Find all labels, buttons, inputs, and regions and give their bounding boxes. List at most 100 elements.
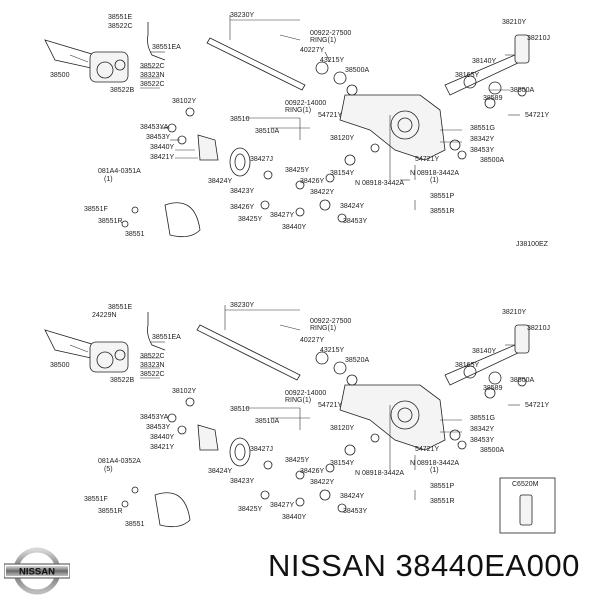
bottom-part-label: 38154Y (330, 460, 354, 467)
top-part-label: 38140Y (472, 58, 496, 65)
bottom-part-label: 081A4-0352A (98, 458, 141, 465)
top-part-label: (1) (104, 176, 113, 183)
top-part-label: 38421Y (150, 154, 174, 161)
top-part-label: 38500A (510, 87, 534, 94)
bottom-part-label: 38102Y (172, 388, 196, 395)
bottom-part-label: N 08918-3442A (410, 460, 459, 467)
bottom-part-label: 38551EA (152, 334, 181, 341)
bottom-part-label: 38551R (430, 498, 455, 505)
top-part-label: 38453Y (470, 147, 494, 154)
top-part-label: 38423Y (230, 188, 254, 195)
top-part-label: 38426Y (300, 178, 324, 185)
diagram-bottom (44, 305, 556, 534)
top-part-label: 38510A (255, 128, 279, 135)
bottom-part-label: 38510 (230, 406, 250, 413)
top-part-label: 38500A (480, 157, 504, 164)
top-part-label: N 08918-3442A (355, 180, 404, 187)
top-part-label: 38425Y (285, 167, 309, 174)
bottom-part-label: 38520A (345, 357, 369, 364)
bottom-part-label: 38230Y (230, 302, 254, 309)
top-part-label: RING(1) (285, 107, 311, 114)
top-part-label: 38500A (345, 67, 369, 74)
top-part-label: 38453Y (146, 134, 170, 141)
top-part-label: 38551 (125, 231, 145, 238)
bottom-part-label: RING(1) (285, 397, 311, 404)
bottom-part-label: (5) (104, 466, 113, 473)
bottom-part-label: 38323N (140, 362, 165, 369)
top-part-label: 38342Y (470, 136, 494, 143)
top-part-label: 38425Y (238, 216, 262, 223)
bottom-part-label: 38424Y (208, 468, 232, 475)
top-part-label: 00922-14000 (285, 100, 326, 107)
top-part-label: 38102Y (172, 98, 196, 105)
bottom-part-label: 38453YA (140, 414, 169, 421)
bottom-part-label: 38589 (483, 385, 503, 392)
bottom-part-label: 38453Y (343, 508, 367, 515)
bottom-part-label: 38500A (480, 447, 504, 454)
bottom-part-label: 38120Y (330, 425, 354, 432)
top-part-label: 38427J (250, 156, 273, 163)
top-part-label: 38551EA (152, 44, 181, 51)
top-part-label: 00922-27500 (310, 30, 351, 37)
bottom-part-label: 38426Y (300, 468, 324, 475)
bottom-part-label: 38522C (140, 353, 165, 360)
top-part-label: 38120Y (330, 135, 354, 142)
top-part-label: 081A4-0351A (98, 168, 141, 175)
bottom-part-label: 38551R (98, 508, 123, 515)
bottom-part-label: 24229N (92, 312, 117, 319)
top-part-label: 38522C (140, 63, 165, 70)
diagram-ref-code: J38100EZ (516, 241, 549, 248)
top-part-label: 38230Y (230, 12, 254, 19)
top-part-label: 38427Y (270, 212, 294, 219)
top-part-label: N 08918-3442A (410, 170, 459, 177)
top-part-label: 38551E (108, 14, 132, 21)
top-part-label: 38522C (140, 81, 165, 88)
top-part-label: RING(1) (310, 37, 336, 44)
top-part-label: 54721Y (318, 112, 342, 119)
top-part-label: 38551G (470, 125, 495, 132)
bottom-part-label: 38422Y (310, 479, 334, 486)
top-part-label: 38551F (84, 206, 108, 213)
bottom-part-label: RING(1) (310, 325, 336, 332)
nissan-logo: NISSAN (4, 547, 70, 595)
diagram-top (44, 15, 530, 238)
top-part-label: 38589 (483, 95, 503, 102)
bottom-part-label: 38500 (50, 362, 70, 369)
bottom-part-label: 00922-27500 (310, 318, 351, 325)
bottom-part-label: 38510A (255, 418, 279, 425)
bottom-part-label: 38522B (110, 377, 134, 384)
top-part-label: 38426Y (230, 204, 254, 211)
top-part-label: 38165Y (455, 72, 479, 79)
top-part-label: 40227Y (300, 47, 324, 54)
bottom-part-label: 43215Y (320, 347, 344, 354)
bottom-part-label: 38427Y (270, 502, 294, 509)
top-part-label: 38154Y (330, 170, 354, 177)
top-part-label: 54721Y (525, 112, 549, 119)
bottom-part-label: 00922-14000 (285, 390, 326, 397)
top-part-label: 38210J (527, 35, 550, 42)
top-part-label: 38453Y (343, 218, 367, 225)
bottom-part-label: 38425Y (238, 506, 262, 513)
bottom-part-label: 38522C (140, 371, 165, 378)
top-part-label: 38210Y (502, 19, 526, 26)
bottom-part-label: 38551P (430, 483, 454, 490)
top-part-label: (1) (430, 177, 439, 184)
bottom-part-label: 38440Y (282, 514, 306, 521)
bottom-part-label: 38551G (470, 415, 495, 422)
bottom-part-label: 38425Y (285, 457, 309, 464)
bottom-part-label: 38165Y (455, 362, 479, 369)
bottom-part-label: 38453Y (146, 424, 170, 431)
bottom-part-label: 38551 (125, 521, 145, 528)
top-part-label: 38500 (50, 72, 70, 79)
bottom-part-label: 38427J (250, 446, 273, 453)
top-part-label: 38422Y (310, 189, 334, 196)
top-part-label: 38551R (430, 208, 455, 215)
diagram-bottom-labels: 38551E24229N38230Y00922-27500RING(1)3821… (50, 302, 550, 528)
part-number-caption: NISSAN 38440EA000 (268, 548, 580, 583)
bottom-part-label: 38424Y (340, 493, 364, 500)
logo-wordmark: NISSAN (19, 567, 55, 578)
bottom-part-label: 38210Y (502, 309, 526, 316)
top-part-label: 38424Y (208, 178, 232, 185)
bottom-part-label: 54721Y (525, 402, 549, 409)
